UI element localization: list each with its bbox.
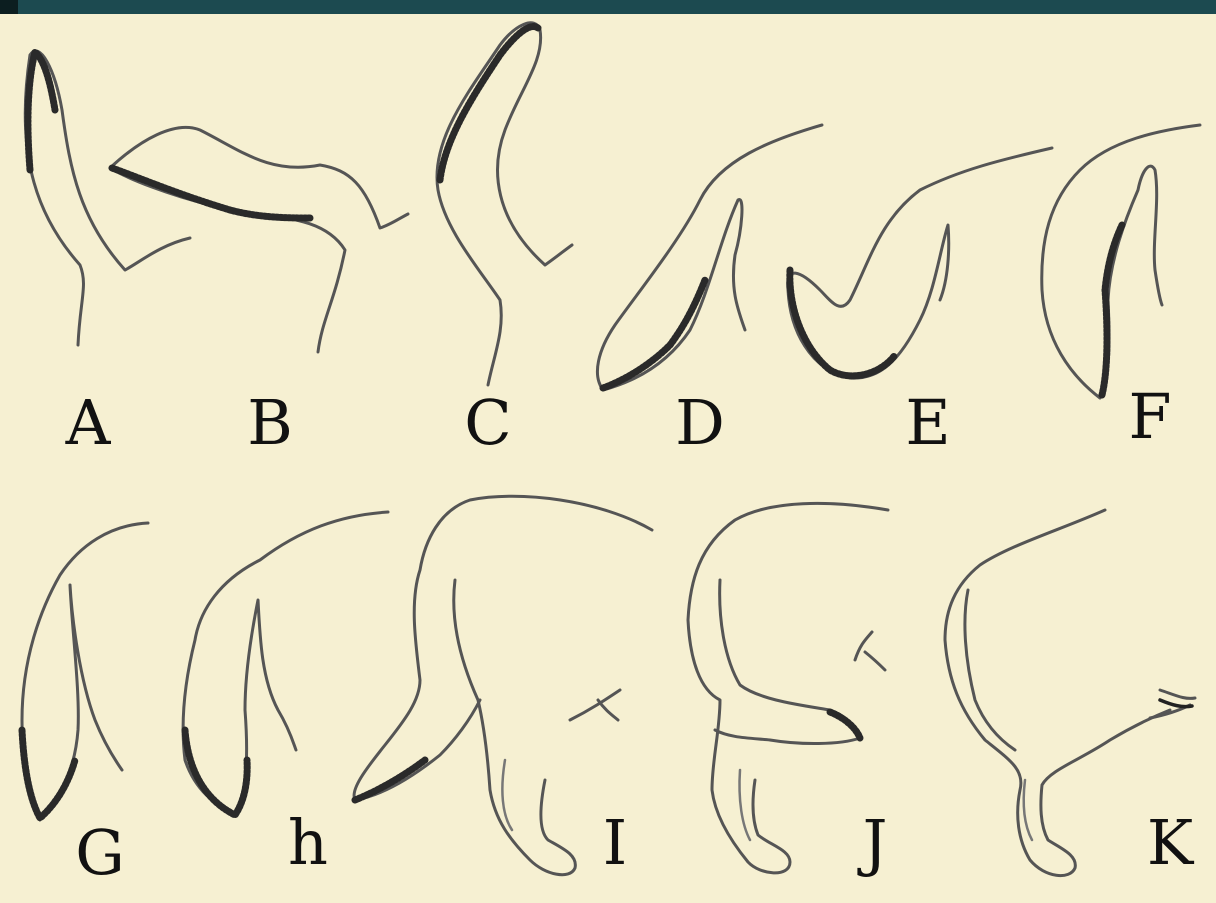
label-e: E (888, 392, 968, 454)
label-h: h (268, 812, 348, 874)
tail-drawing-f (1042, 125, 1200, 398)
tail-drawing-d (597, 125, 822, 390)
label-a: A (48, 392, 128, 454)
tail-drawing-c (437, 23, 572, 385)
tail-drawing-e (788, 148, 1052, 378)
label-c: C (448, 392, 528, 454)
label-d: D (660, 392, 740, 454)
label-j: J (835, 812, 915, 874)
tail-drawing-a (25, 51, 190, 345)
label-f: F (1110, 386, 1190, 448)
tail-drawing-h (183, 512, 388, 815)
label-i: I (575, 812, 655, 874)
label-b: B (230, 392, 310, 454)
label-g: G (60, 822, 140, 884)
tail-drawing-g (22, 523, 148, 820)
label-k: K (1130, 812, 1210, 874)
tail-drawing-b (110, 127, 408, 352)
